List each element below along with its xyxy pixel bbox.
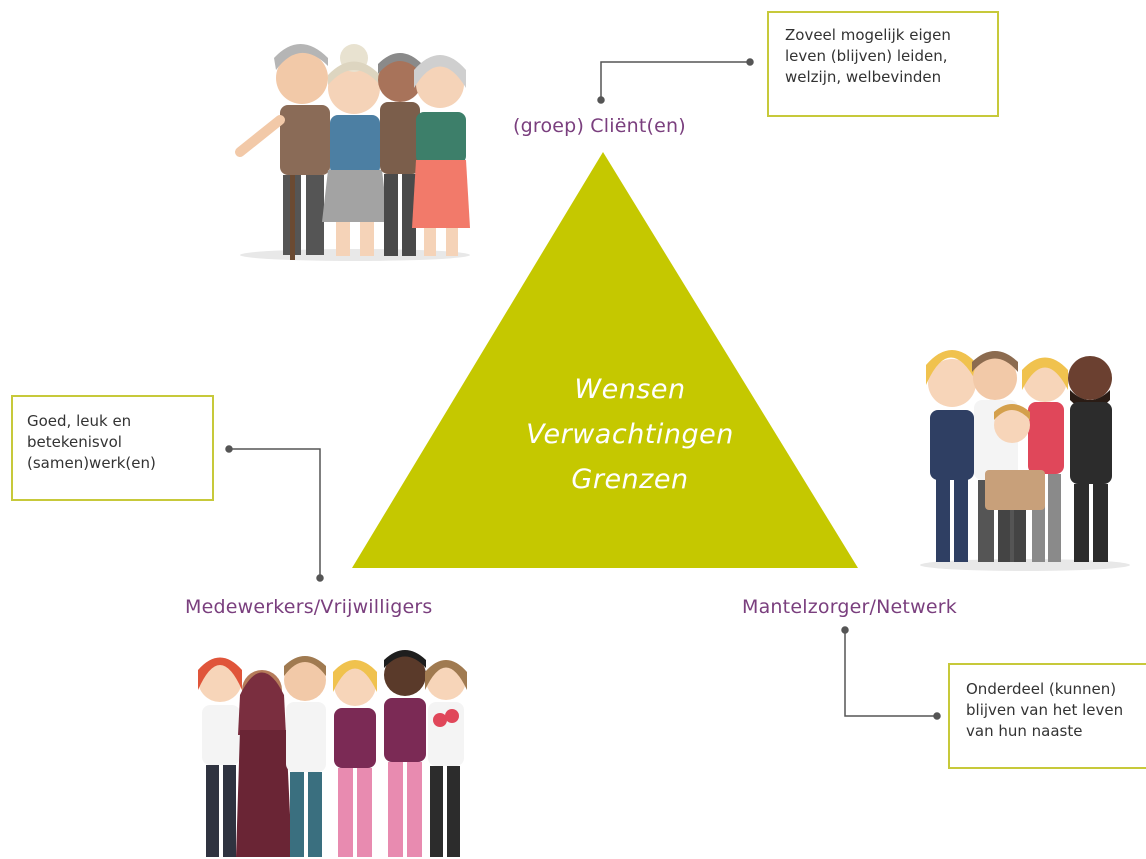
elderly-group-illustration [235,44,470,261]
staff-note-line: betekenisvol [27,433,122,451]
family-note-connector [841,626,941,720]
client-note-line: Zoveel mogelijk eigen [785,26,951,44]
family-network-illustration [920,350,1130,571]
expectations-triangle [352,152,858,568]
triangle-center-text: Wensen Verwachtingen Grenzen [470,367,790,502]
client-note-line: welzijn, welbevinden [785,68,942,86]
family-note-line: blijven van het leven [966,701,1124,719]
staff-note-line: (samen)werk(en) [27,454,156,472]
client-role-label: (groep) Cliënt(en) [513,115,686,137]
staff-note-box: Goed, leuk en betekenisvol (samen)werk(e… [11,395,214,501]
client-note-box: Zoveel mogelijk eigen leven (blijven) le… [767,11,999,117]
staff-role-label: Medewerkers/Vrijwilligers [185,596,433,618]
family-role-label: Mantelzorger/Netwerk [742,596,957,618]
family-note-box: Onderdeel (kunnen) blijven van het leven… [948,663,1146,769]
staff-note-connector [225,445,324,582]
family-note-line: van hun naaste [966,722,1083,740]
triangle-line-expectations: Verwachtingen [526,419,734,450]
staff-note-line: Goed, leuk en [27,412,132,430]
triangle-line-boundaries: Grenzen [571,464,689,495]
family-note-line: Onderdeel (kunnen) [966,680,1117,698]
client-note-connector [597,58,754,104]
client-note-line: leven (blijven) leiden, [785,47,948,65]
care-staff-group-illustration [198,650,467,857]
triangle-line-wishes: Wensen [574,374,686,405]
